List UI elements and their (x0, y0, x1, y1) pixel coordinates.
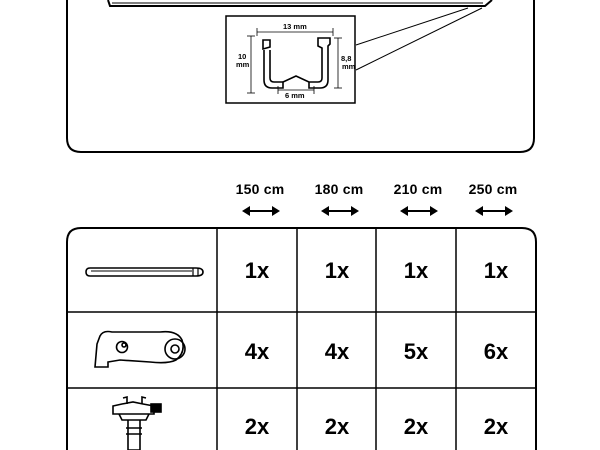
length-label-180: 180 cm (314, 181, 364, 197)
rail-qty-250: 1x (483, 258, 509, 283)
clip-qty-180: 2x (324, 414, 350, 439)
top-panel-frame (66, 0, 535, 153)
length-label-250: 250 cm (468, 181, 518, 197)
rail-icon (85, 267, 204, 277)
left-height-dimension (247, 35, 255, 94)
rail-qty-210: 1x (403, 258, 429, 283)
bracket-qty-150: 4x (244, 339, 270, 364)
profile-width-label: 13 mm (283, 22, 307, 31)
profile-right-height-value: 8,8 (341, 54, 352, 63)
callout-lines (355, 7, 483, 71)
profile-right-height-unit: mm (342, 62, 356, 71)
profile-left-height-unit: mm (236, 60, 250, 69)
mounting-clip-icon (112, 395, 162, 450)
table-grid-lines (67, 228, 536, 450)
profile-gap-label: 6 mm (285, 91, 305, 100)
right-height-dimension (334, 37, 342, 89)
bracket-qty-250: 6x (483, 339, 509, 364)
bracket-qty-180: 4x (324, 339, 350, 364)
length-label-210: 210 cm (393, 181, 443, 197)
bracket-qty-210: 5x (403, 339, 429, 364)
length-arrows (242, 206, 513, 216)
length-arrow-210 (400, 206, 438, 216)
rail-front-view (107, 0, 493, 7)
clip-qty-250: 2x (483, 414, 509, 439)
length-arrow-180 (321, 206, 359, 216)
clip-qty-150: 2x (244, 414, 270, 439)
width-dimension (256, 28, 334, 36)
rail-profile-section (262, 37, 331, 89)
rail-qty-150: 1x (244, 258, 270, 283)
length-arrow-250 (475, 206, 513, 216)
rail-qty-180: 1x (324, 258, 350, 283)
length-label-150: 150 cm (235, 181, 285, 197)
parts-table-frame (66, 227, 537, 450)
clip-qty-210: 2x (403, 414, 429, 439)
profile-left-height-value: 10 (238, 52, 247, 61)
bracket-icon (94, 330, 186, 368)
length-arrow-150 (242, 206, 280, 216)
profile-detail-box (225, 15, 356, 104)
